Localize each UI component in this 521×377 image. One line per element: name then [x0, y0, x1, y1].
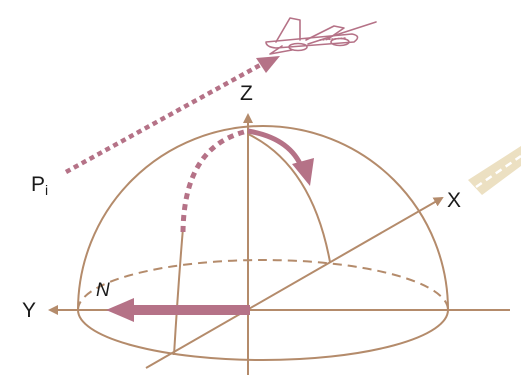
point-label-subscript: i [45, 182, 48, 198]
sight-line [64, 62, 264, 174]
meridian-front [247, 133, 331, 263]
y-axis-label: Y [22, 299, 36, 322]
x-axis [145, 197, 444, 369]
zenith-path-solid [247, 128, 305, 170]
sight-line-arrowhead [256, 56, 280, 73]
equator-back [77, 259, 449, 311]
hemisphere-dome [77, 125, 449, 311]
x-axis-label: X [447, 189, 461, 212]
point-label-main: P [31, 173, 45, 196]
zenith-arrowhead [292, 158, 314, 186]
meridian-left [173, 227, 184, 356]
point-label: Pi [31, 173, 48, 198]
z-axis-label: Z [240, 82, 253, 105]
normal-vector-label: N [96, 280, 110, 301]
airplane-icon [265, 17, 377, 55]
normal-vector-head [106, 298, 134, 322]
runway-icon [468, 146, 521, 195]
zenith-path-dashed [180, 129, 245, 233]
equator-front [77, 309, 449, 361]
